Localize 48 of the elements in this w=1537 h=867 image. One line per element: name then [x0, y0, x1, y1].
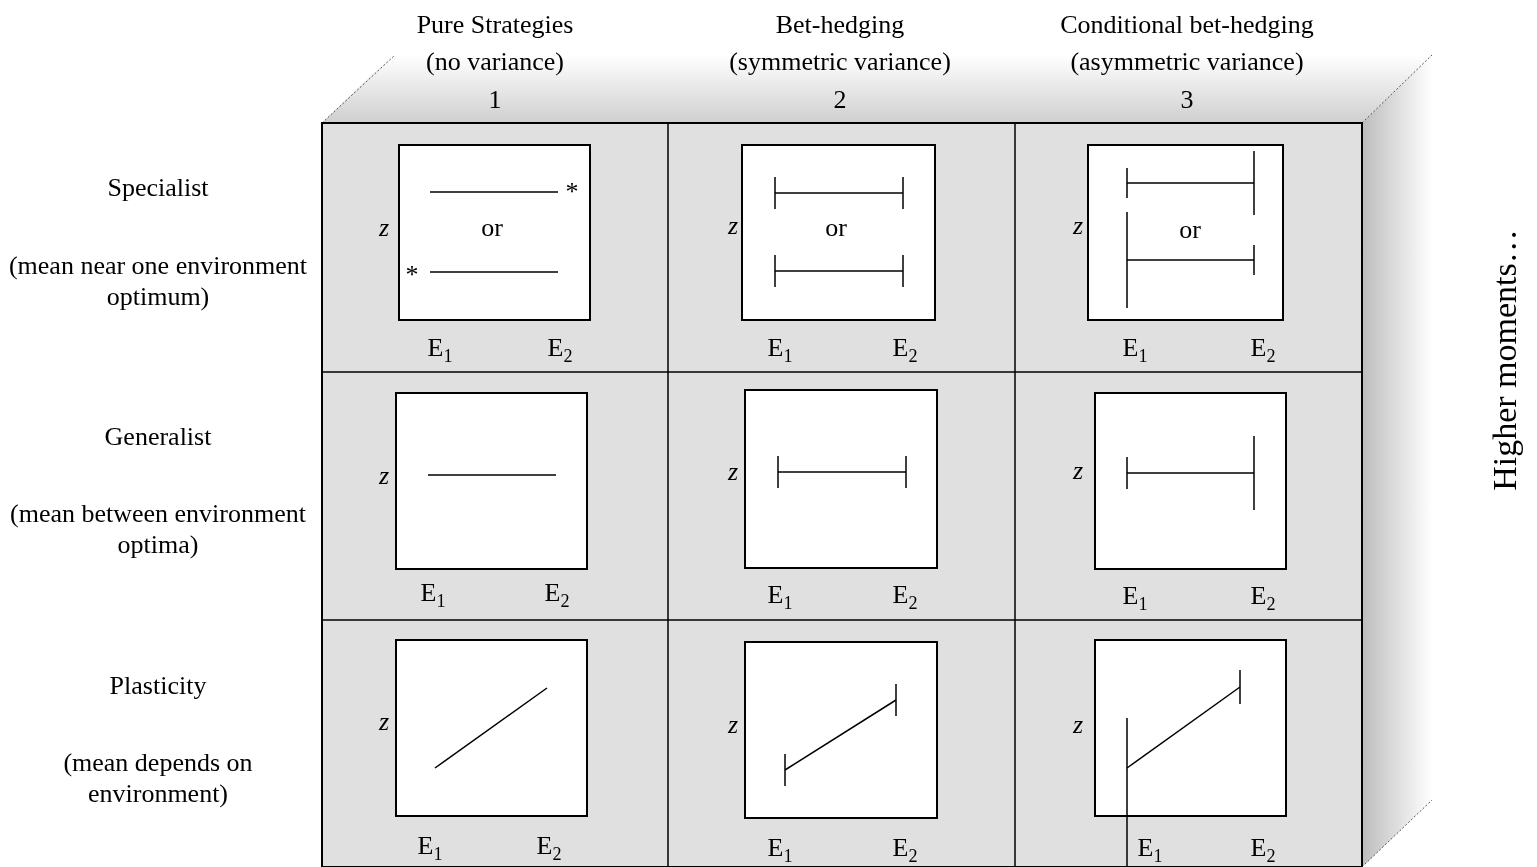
optimum-mark: * — [565, 176, 579, 208]
axis-label: E$_{1}$ — [427, 332, 453, 368]
axis-label: E$_{1}$ — [420, 577, 446, 613]
row-description: (mean depends on environment) — [62, 746, 254, 810]
axis-label: z — [727, 709, 739, 741]
plot-text: or — [825, 212, 847, 244]
axis-label: E$_{1}$ — [417, 830, 443, 866]
column-number: 1 — [488, 84, 502, 116]
column-number: 3 — [1180, 84, 1194, 116]
side-caption: Higher moments… — [1484, 229, 1524, 491]
axis-label: z — [378, 706, 390, 738]
column-subheading: (symmetric variance) — [729, 46, 951, 78]
axis-label: E$_{1}$ — [1137, 832, 1163, 867]
axis-label: z — [378, 212, 390, 244]
axis-label: z — [1072, 210, 1084, 242]
axis-label: z — [727, 456, 739, 488]
column-heading: Pure Strategies — [416, 9, 574, 41]
row-description: (mean near one environment optimum) — [8, 249, 308, 313]
axis-label: E$_{1}$ — [767, 332, 793, 368]
axis-label: E$_{2}$ — [1250, 332, 1276, 368]
row-heading: Generalist — [104, 421, 212, 453]
axis-label: E$_{1}$ — [767, 579, 793, 615]
axis-label: z — [1072, 455, 1084, 487]
axis-label: z — [1072, 709, 1084, 741]
axis-label: z — [378, 460, 390, 492]
column-heading: Conditional bet-hedging — [1060, 9, 1314, 41]
axis-label: E$_{1}$ — [1122, 332, 1148, 368]
axis-label: E$_{2}$ — [892, 832, 918, 867]
row-heading: Plasticity — [109, 670, 207, 702]
row-description: (mean between environment optima) — [9, 497, 307, 561]
axis-label: E$_{2}$ — [544, 577, 570, 613]
plot-text: or — [481, 212, 503, 244]
axis-label: z — [727, 210, 739, 242]
column-subheading: (asymmetric variance) — [1070, 46, 1304, 78]
column-number: 2 — [833, 84, 847, 116]
axis-label: E$_{2}$ — [1250, 580, 1276, 616]
axis-label: E$_{2}$ — [1250, 832, 1276, 867]
optimum-mark: * — [405, 259, 419, 291]
plot-text: or — [1179, 214, 1201, 246]
column-heading: Bet-hedging — [775, 9, 905, 41]
axis-label: E$_{2}$ — [547, 332, 573, 368]
axis-label: E$_{2}$ — [536, 830, 562, 866]
axis-label: E$_{2}$ — [892, 579, 918, 615]
axis-label: E$_{1}$ — [767, 832, 793, 867]
column-subheading: (no variance) — [426, 46, 564, 78]
axis-label: E$_{2}$ — [892, 332, 918, 368]
axis-label: E$_{1}$ — [1122, 580, 1148, 616]
row-heading: Specialist — [107, 172, 209, 204]
